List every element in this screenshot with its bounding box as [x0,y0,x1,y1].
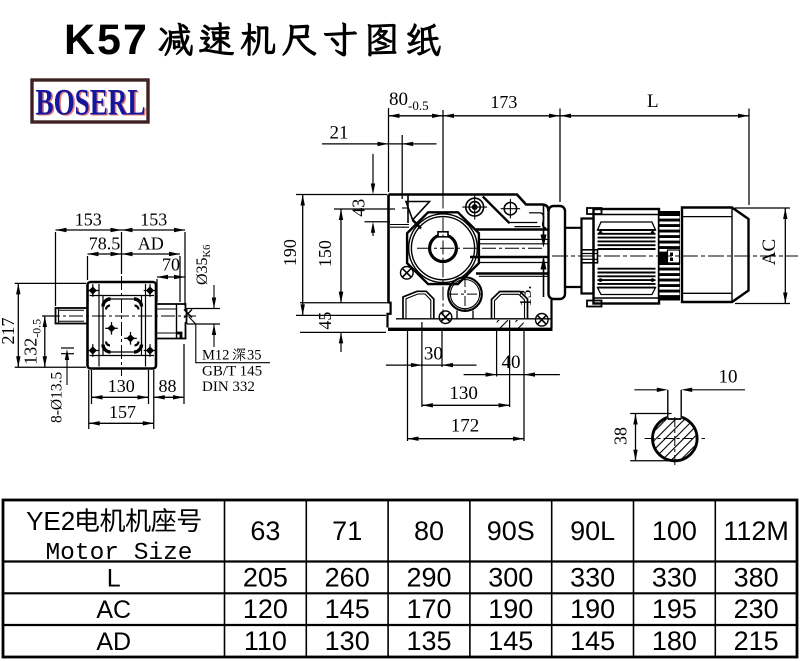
svg-text:130: 130 [108,376,135,396]
svg-text:130: 130 [325,626,370,656]
svg-text:L: L [647,91,659,112]
svg-text:43: 43 [348,199,368,217]
svg-text:21: 21 [330,123,349,144]
svg-text:330: 330 [570,562,615,592]
svg-text:130: 130 [449,383,478,404]
svg-text:135: 135 [406,626,451,656]
svg-text:10: 10 [719,366,738,387]
svg-text:80: 80 [414,516,444,546]
svg-text:173: 173 [490,92,517,112]
svg-text:L: L [107,564,121,592]
svg-text:90L: 90L [570,516,615,546]
svg-text:40: 40 [502,352,521,373]
svg-text:Ø35K6: Ø35K6 [194,245,213,285]
svg-text:70: 70 [162,255,180,275]
svg-text:35: 35 [247,348,262,364]
svg-text:100: 100 [652,516,697,546]
svg-text:YE2: YE2 [26,506,75,536]
svg-text:AD: AD [138,234,164,254]
svg-text:380: 380 [734,562,779,592]
svg-text:AD: AD [96,628,131,656]
svg-text:145: 145 [488,626,533,656]
svg-text:BOSERL: BOSERL [36,83,146,124]
svg-text:BOSERL: BOSERL [37,84,147,125]
svg-text:71: 71 [332,516,362,546]
svg-text:120: 120 [243,594,288,624]
svg-text:M12: M12 [202,348,229,364]
svg-text:AC: AC [96,596,131,624]
svg-text:290: 290 [406,562,451,592]
svg-text:80-0.5: 80-0.5 [389,89,429,113]
svg-text:190: 190 [570,594,615,624]
svg-text:8-Ø13.5: 8-Ø13.5 [49,372,66,423]
svg-text:190: 190 [488,594,533,624]
svg-text:217: 217 [0,318,18,345]
svg-text:180: 180 [652,626,697,656]
svg-text:153: 153 [75,210,102,230]
svg-text:215: 215 [734,626,779,656]
svg-text:63: 63 [250,516,280,546]
svg-text:K57: K57 [64,16,149,64]
svg-text:300: 300 [488,562,533,592]
svg-text:GB/T 145: GB/T 145 [202,364,262,380]
svg-text:90S: 90S [487,516,535,546]
svg-text:205: 205 [243,562,288,592]
svg-text:170: 170 [406,594,451,624]
svg-text:88: 88 [159,376,177,396]
svg-text:330: 330 [652,562,697,592]
svg-text:153: 153 [140,210,167,230]
svg-text:172: 172 [451,415,480,436]
svg-text:150: 150 [315,240,335,267]
svg-text:DIN 332: DIN 332 [202,379,255,395]
svg-text:38: 38 [611,427,631,445]
svg-text:78.5: 78.5 [89,234,121,254]
svg-text:190: 190 [280,239,300,266]
svg-text:13.: 13. [516,285,535,306]
svg-text:145: 145 [325,594,370,624]
svg-text:157: 157 [109,402,136,422]
svg-text:145: 145 [570,626,615,656]
svg-text:45: 45 [315,312,335,330]
svg-text:112M: 112M [723,516,789,546]
svg-text:230: 230 [734,594,779,624]
svg-text:30: 30 [424,344,443,365]
svg-text:Motor Size: Motor Size [45,540,192,567]
svg-text:132-0.5: 132-0.5 [20,319,43,365]
svg-text:195: 195 [652,594,697,624]
svg-text:AC: AC [759,239,780,265]
svg-text:260: 260 [325,562,370,592]
svg-text:110: 110 [244,626,287,656]
